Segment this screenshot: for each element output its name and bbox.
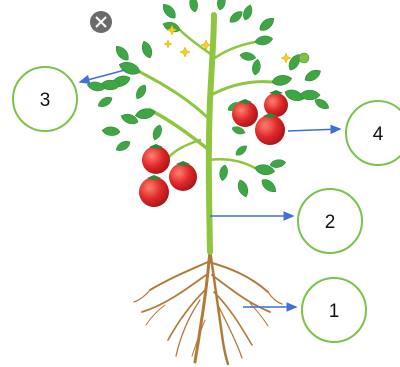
arrow-4 [288, 129, 340, 131]
label-3: 3 [13, 67, 77, 131]
flowers [164, 25, 291, 63]
unripe-fruit [299, 53, 309, 63]
tomatoes [139, 90, 288, 207]
label-4-text: 4 [373, 124, 384, 145]
label-4: 4 [346, 101, 400, 165]
label-1: 1 [302, 278, 366, 342]
label-3-text: 3 [40, 90, 51, 111]
label-2: 2 [298, 189, 362, 253]
label-1-text: 1 [329, 301, 340, 322]
close-icon[interactable] [90, 11, 112, 33]
label-2-text: 2 [325, 212, 336, 233]
